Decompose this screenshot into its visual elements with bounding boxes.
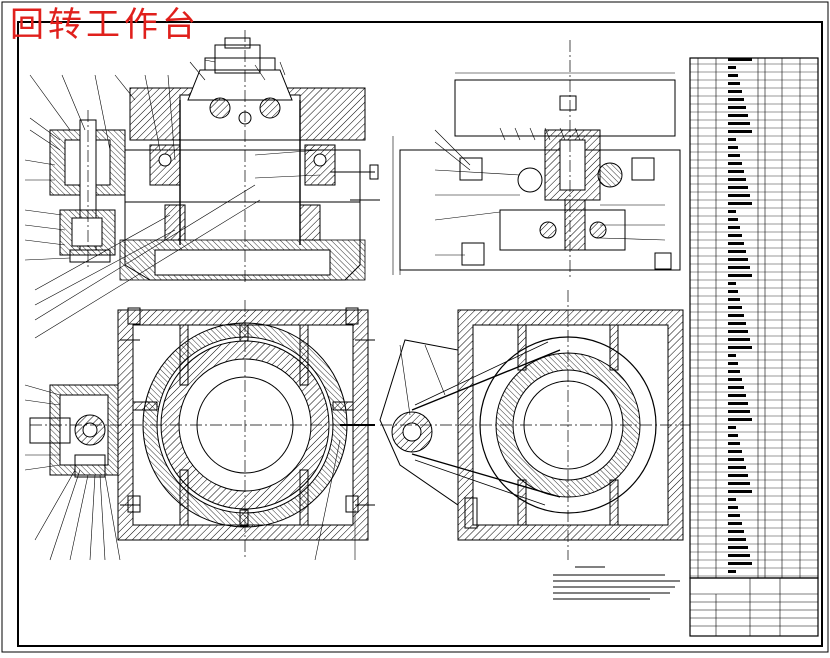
front-view-leaders — [24, 59, 321, 339]
parts-list-entry-mark — [728, 298, 740, 301]
parts-list-entry-mark — [728, 546, 748, 549]
parts-list-entry-mark — [728, 338, 750, 341]
parts-list-entry-mark — [728, 242, 744, 245]
parts-list-entry-mark — [728, 482, 750, 485]
parts-list-entry-mark — [728, 170, 744, 173]
parts-list-entry-mark — [728, 58, 752, 61]
parts-list-entry-mark — [728, 146, 738, 149]
parts-list-entry-mark — [728, 562, 752, 565]
parts-list-entry-mark — [728, 210, 736, 213]
parts-list-entry-mark — [728, 434, 738, 437]
title-block — [689, 577, 819, 637]
parts-list-entry-mark — [728, 506, 738, 509]
parts-list-entry-mark — [728, 554, 750, 557]
parts-list-entry-mark — [728, 498, 736, 501]
parts-list-entry-mark — [728, 466, 746, 469]
parts-list-entry-mark — [728, 522, 742, 525]
parts-list-entry-mark — [728, 402, 748, 405]
parts-list-entry-mark — [728, 426, 736, 429]
parts-list-entry-mark — [728, 386, 744, 389]
side-view — [392, 40, 681, 280]
parts-list-entry-mark — [728, 282, 736, 285]
plan-view — [29, 300, 375, 560]
parts-list-entry-mark — [728, 274, 752, 277]
parts-list-entry-mark — [728, 330, 748, 333]
plan-view-leaders — [24, 384, 356, 561]
parts-list-entry-mark — [728, 90, 742, 93]
parts-list-entry-mark — [728, 474, 748, 477]
parts-list-entry-mark — [728, 234, 742, 237]
technical-notes — [553, 566, 680, 600]
parts-list-entry-mark — [728, 530, 744, 533]
parts-list-entry-mark — [728, 370, 740, 373]
side-view-leaders — [434, 127, 666, 256]
parts-list-entry-mark — [728, 378, 742, 381]
inner-border — [17, 21, 823, 647]
belt-view-leaders — [399, 344, 446, 416]
parts-list-entry-mark — [728, 514, 740, 517]
belt-view — [379, 290, 690, 560]
parts-list-entry-mark — [728, 66, 736, 69]
parts-list-entry-mark — [728, 106, 746, 109]
parts-list-entry-mark — [728, 258, 748, 261]
parts-list-entry-mark — [728, 442, 740, 445]
parts-list-entry-mark — [728, 122, 750, 125]
parts-list-entry-mark — [728, 178, 746, 181]
parts-list-entry-mark — [728, 82, 740, 85]
parts-list-entry-mark — [728, 450, 742, 453]
parts-list-entry-mark — [728, 218, 738, 221]
parts-list-entry-mark — [728, 306, 742, 309]
parts-list-entry-mark — [728, 130, 752, 133]
parts-list-entry-mark — [728, 266, 750, 269]
parts-list-entry-mark — [728, 458, 744, 461]
parts-list-entry-mark — [728, 490, 752, 493]
parts-list-entry-mark — [728, 194, 750, 197]
parts-list-entry-mark — [728, 346, 752, 349]
parts-list-entry-mark — [728, 250, 746, 253]
parts-list-entry-mark — [728, 538, 746, 541]
drawing-title: 回转工作台 — [10, 5, 200, 45]
front-section-view — [49, 30, 380, 285]
parts-list-entry-mark — [728, 98, 744, 101]
parts-list-entry-mark — [728, 418, 752, 421]
parts-list-entry-mark — [728, 154, 740, 157]
parts-list-entry-mark — [728, 570, 736, 573]
parts-list-entry-mark — [728, 138, 736, 141]
parts-list-entry-mark — [728, 202, 752, 205]
parts-list-entry-mark — [728, 322, 746, 325]
parts-list-entry-mark — [728, 186, 748, 189]
parts-list-entry-mark — [728, 74, 738, 77]
parts-list-entry-mark — [728, 162, 742, 165]
parts-list — [689, 57, 819, 579]
parts-list-entry-mark — [728, 362, 738, 365]
parts-list-entry-mark — [728, 114, 748, 117]
parts-list-entry-mark — [728, 226, 740, 229]
parts-list-entry-mark — [728, 394, 746, 397]
parts-list-entry-mark — [728, 410, 750, 413]
parts-list-entry-mark — [728, 354, 736, 357]
parts-list-entry-mark — [728, 290, 738, 293]
parts-list-entry-mark — [728, 314, 744, 317]
